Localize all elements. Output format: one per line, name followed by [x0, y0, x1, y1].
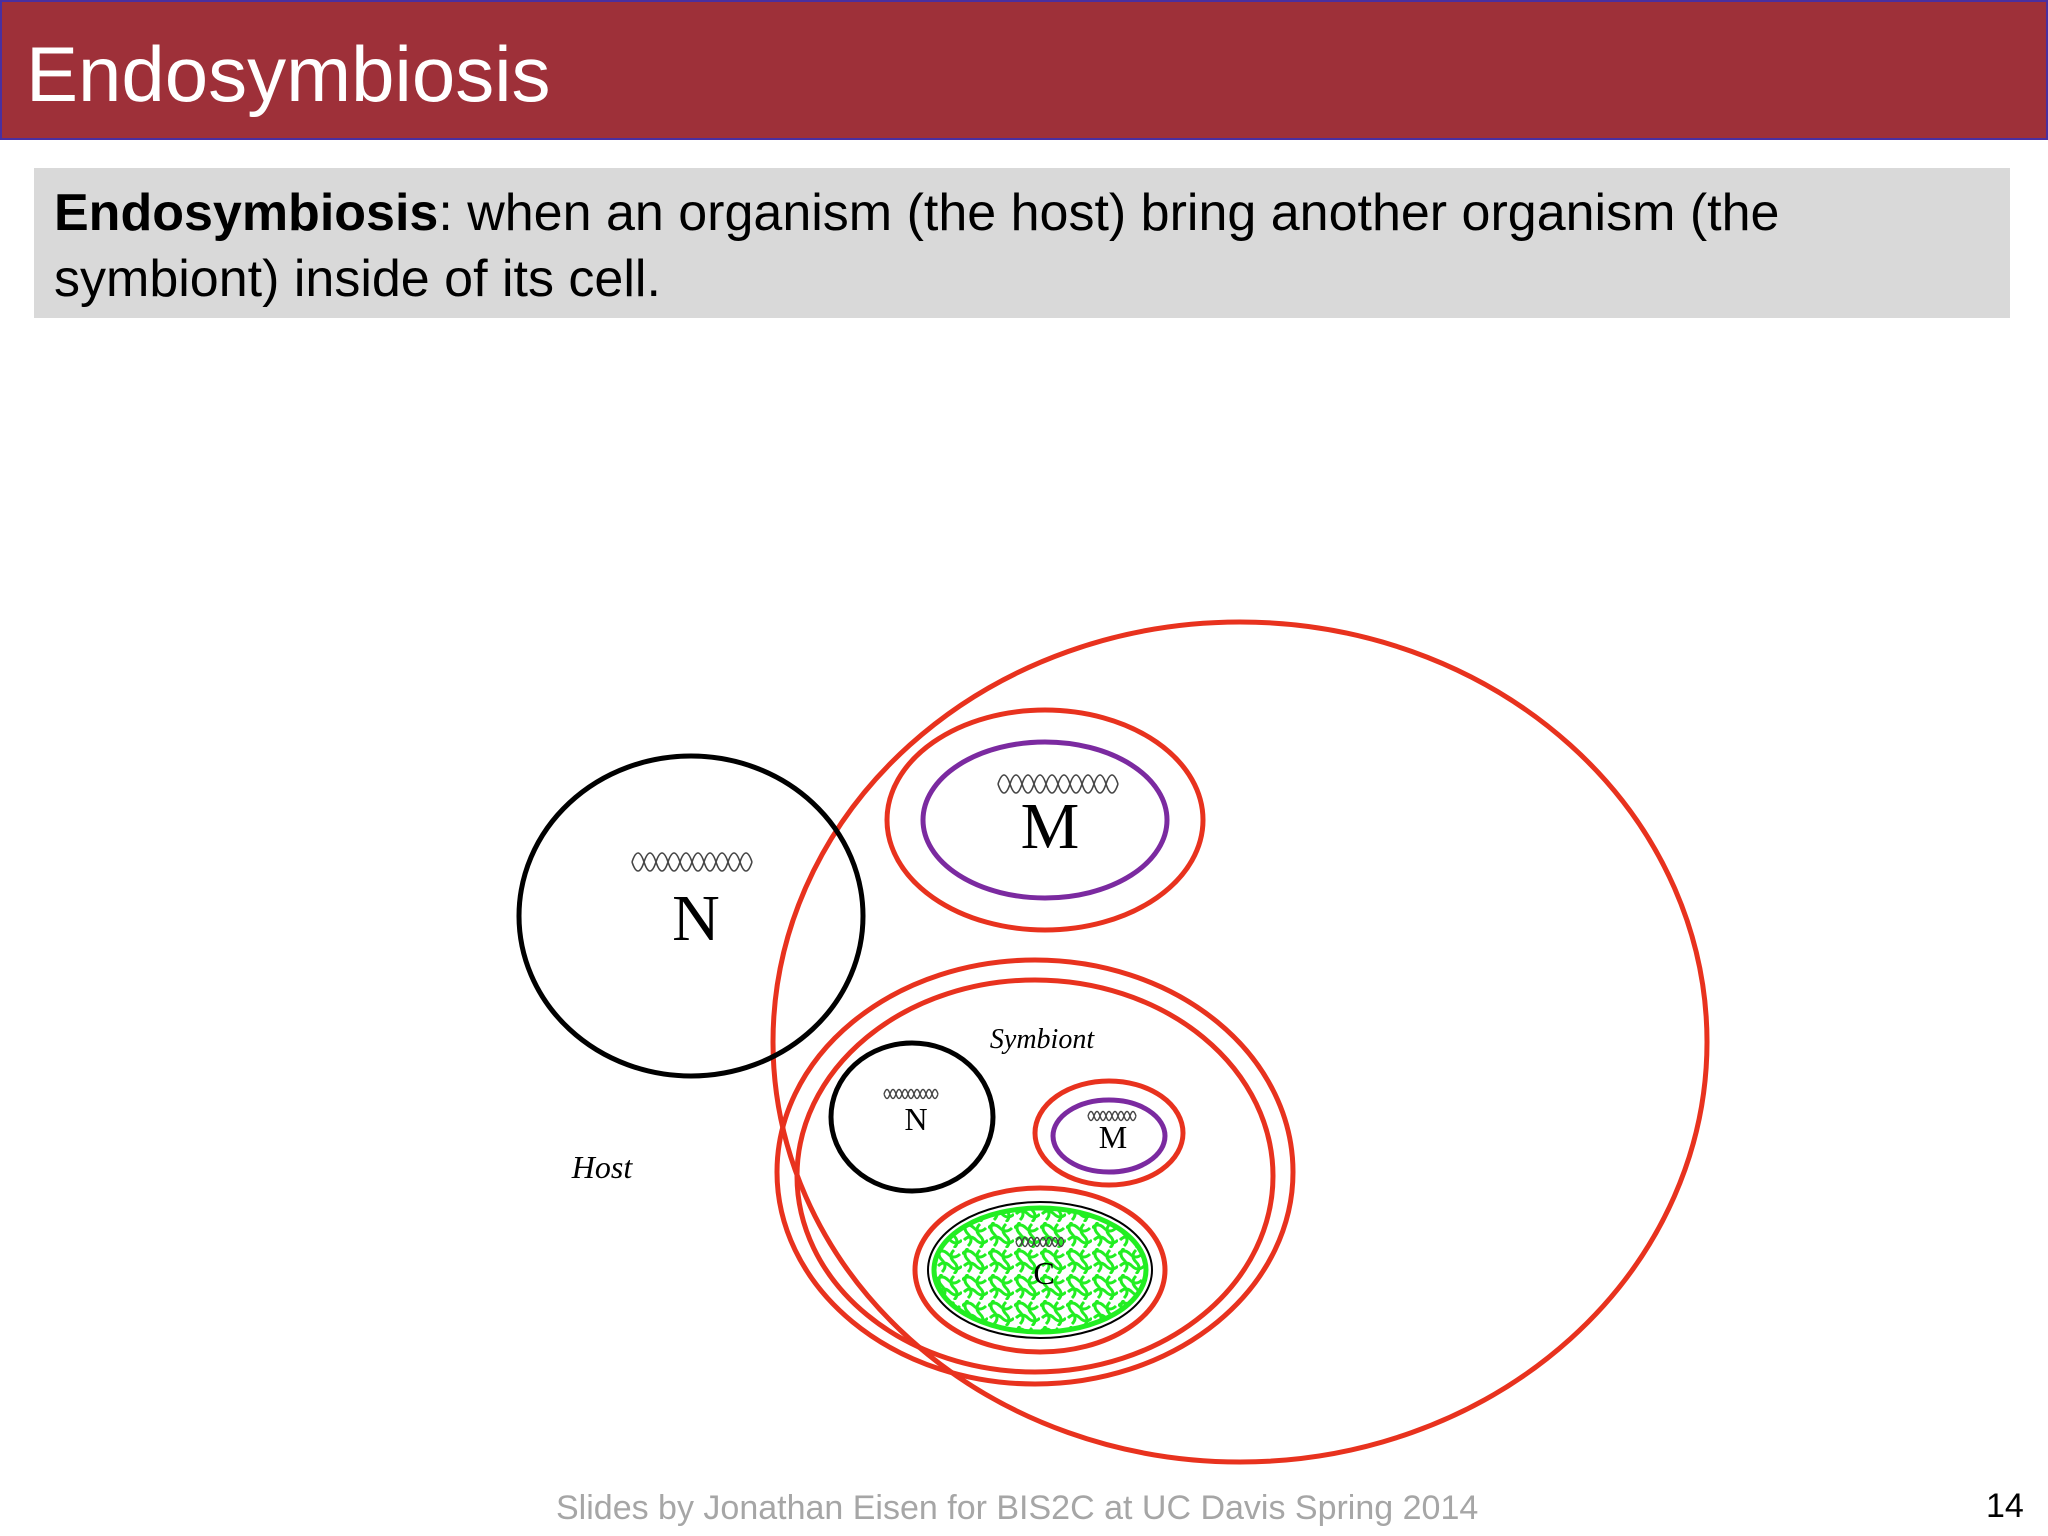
symbiont-mitochondrion-outer-membrane [1032, 1078, 1186, 1188]
symbiont-mitochondrion-dna-icon [1087, 1110, 1137, 1122]
definition-text: Endosymbiosis: when an organism (the hos… [54, 180, 1990, 312]
host-nucleus-label: N [672, 882, 720, 955]
symbiont-mitochondrion-inner-membrane [1050, 1097, 1168, 1175]
symbiont-chloroplast-outer-membrane [912, 1185, 1168, 1355]
symbiont-chloroplast [931, 1205, 1149, 1335]
symbiont-inner-membrane [794, 977, 1276, 1375]
host-mitochondrion-dna-icon [997, 774, 1119, 794]
host-nucleus-dna-icon [631, 852, 753, 872]
symbiont-label: Symbiont [990, 1024, 1095, 1055]
page-number: 14 [1986, 1487, 2024, 1525]
slide-title: Endosymbiosis [26, 30, 551, 118]
host-cell-membrane [770, 619, 1710, 1465]
host-mitochondrion-outer-membrane [884, 707, 1206, 933]
footer-credit: Slides by Jonathan Eisen for BIS2C at UC… [556, 1489, 1479, 1527]
symbiont-nucleus-label: N [904, 1101, 927, 1137]
symbiont-nucleus-dna-icon [883, 1088, 939, 1100]
host-mitochondrion-inner-membrane [920, 739, 1170, 901]
symbiont-mitochondrion-label: M [1099, 1119, 1127, 1155]
symbiont-nucleus [828, 1040, 996, 1194]
host-label: Host [571, 1149, 634, 1185]
definition-box: Endosymbiosis: when an organism (the hos… [34, 168, 2010, 318]
symbiont-chloroplast-envelope [927, 1201, 1153, 1339]
definition-body: : when an organism (the host) bring anot… [54, 184, 1780, 308]
symbiont-chloroplast-label: C [1033, 1255, 1054, 1291]
host-mitochondrion-label: M [1021, 790, 1080, 863]
host-nucleus [516, 753, 866, 1079]
title-bar: Endosymbiosis [0, 0, 2048, 140]
symbiont-outer-membrane [774, 957, 1296, 1387]
definition-term: Endosymbiosis [54, 184, 439, 242]
symbiont-chloroplast-dna-icon [1015, 1236, 1065, 1248]
